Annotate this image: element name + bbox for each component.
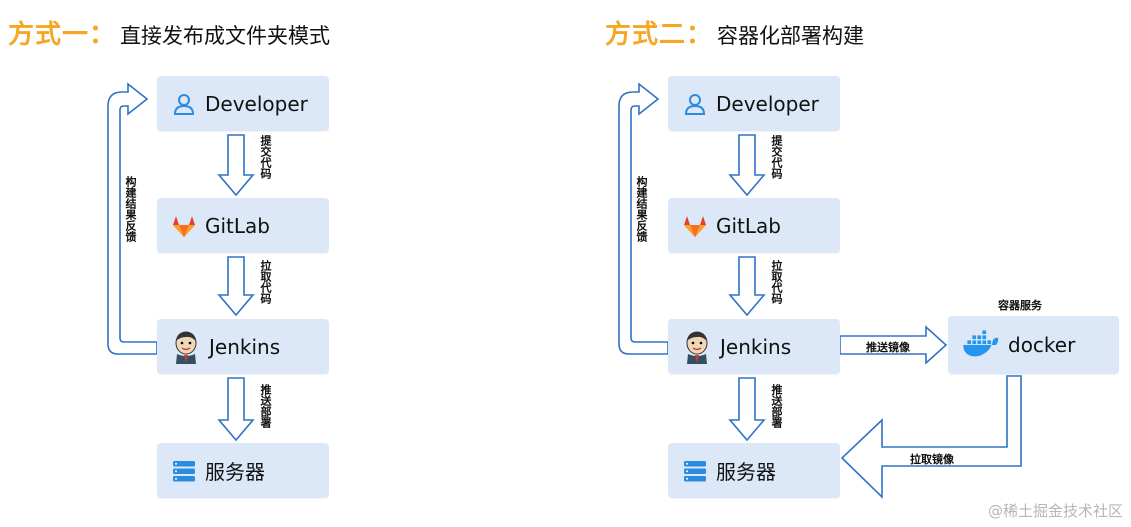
docker-node: docker [948, 316, 1119, 374]
arrow-pull-image [840, 375, 1022, 499]
jenkins-icon [171, 330, 201, 364]
left-gitlab-label: GitLab [205, 213, 270, 238]
arrow-commit-left [217, 134, 255, 197]
left-developer-label: Developer [205, 91, 308, 116]
watermark: @稀土掘金技术社区 [987, 502, 1123, 520]
arrow-pull-left [217, 256, 255, 317]
right-heading-lead: 方式二： [605, 20, 714, 50]
right-heading: 方式二： 容器化部署构建 [605, 14, 864, 50]
right-feedback-label: 构建结果反馈 [635, 176, 648, 242]
right-pull-label: 拉取代码 [770, 260, 783, 304]
docker-group-label: 容器服务 [998, 299, 1042, 312]
arrow-commit-right [728, 134, 766, 197]
arrow-feedback-left [107, 82, 158, 355]
push-image-label: 推送镜像 [866, 341, 910, 354]
left-server-label: 服务器 [205, 460, 265, 484]
user-icon [682, 91, 708, 117]
left-heading-title: 直接发布成文件夹模式 [120, 24, 331, 48]
server-icon [682, 458, 708, 484]
docker-icon [962, 329, 1000, 360]
left-heading-lead: 方式一： [8, 20, 117, 50]
gitlab-icon [171, 213, 197, 239]
left-jenkins-label: Jenkins [209, 334, 281, 359]
right-commit-label: 提交代码 [770, 135, 783, 179]
arrow-deploy-left [217, 377, 255, 442]
right-developer-label: Developer [716, 91, 819, 116]
left-heading: 方式一： 直接发布成文件夹模式 [8, 14, 330, 50]
arrow-pull-right [728, 256, 766, 317]
right-gitlab-label: GitLab [716, 213, 781, 238]
right-gitlab-node: GitLab [668, 198, 840, 253]
left-pull-label: 拉取代码 [259, 260, 272, 304]
server-icon [171, 458, 197, 484]
left-developer-node: Developer [157, 76, 329, 131]
user-icon [171, 91, 197, 117]
arrow-feedback-right [618, 82, 669, 355]
docker-label: docker [1008, 333, 1076, 357]
right-developer-node: Developer [668, 76, 840, 131]
left-feedback-label: 构建结果反馈 [124, 176, 137, 242]
right-heading-title: 容器化部署构建 [717, 24, 865, 48]
left-jenkins-node: Jenkins [157, 319, 329, 374]
left-server-node: 服务器 [157, 443, 329, 498]
left-commit-label: 提交代码 [259, 135, 272, 179]
right-jenkins-label: Jenkins [720, 334, 792, 359]
right-server-label: 服务器 [716, 460, 776, 484]
arrow-deploy-right [728, 377, 766, 442]
jenkins-icon [682, 330, 712, 364]
pull-image-label: 拉取镜像 [910, 453, 954, 466]
gitlab-icon [682, 213, 708, 239]
right-jenkins-node: Jenkins [668, 319, 840, 374]
right-server-node: 服务器 [668, 443, 840, 498]
right-deploy-label: 推送部署 [770, 384, 783, 428]
arrow-push-image [839, 325, 948, 365]
left-deploy-label: 推送部署 [259, 384, 272, 428]
left-gitlab-node: GitLab [157, 198, 329, 253]
